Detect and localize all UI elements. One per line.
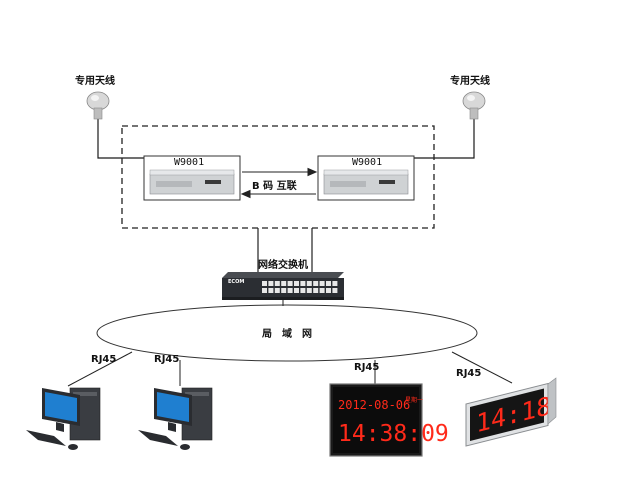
client-2-port: RJ45: [154, 354, 180, 365]
left-server-model: W9001: [174, 157, 205, 168]
switch-port: [319, 281, 325, 286]
switch-port: [294, 281, 299, 286]
switch-port: [326, 288, 331, 293]
switch-port: [332, 281, 338, 286]
interconnect-label: B 码 互联: [252, 181, 297, 192]
clock-large-date: 2012-08-06: [338, 398, 410, 412]
right-antenna-label: 专用天线: [450, 76, 490, 87]
switch-port: [287, 288, 293, 293]
switch-ports: [262, 281, 338, 293]
right-antenna-icon: [462, 91, 486, 120]
switch-port: [268, 281, 274, 286]
switch-port: [300, 281, 306, 286]
switch-port: [281, 281, 287, 286]
interconnect-arrows: [240, 167, 318, 199]
switch-port: [313, 281, 319, 286]
switch-port: [262, 281, 267, 286]
right-server-model: W9001: [352, 157, 383, 168]
switch-port: [306, 281, 312, 286]
switch-port: [268, 288, 274, 293]
switch-brand: ECOM: [228, 279, 245, 285]
desktop-computer-icon-2: [138, 387, 213, 450]
server-group-frame: [121, 125, 435, 229]
left-antenna-icon: [86, 91, 110, 120]
switch-port: [306, 288, 312, 293]
client-1-port: RJ45: [91, 354, 117, 365]
digital-clock-large: 2012-08-06 星期一 14:38:09: [329, 383, 449, 457]
lan-drop-wires: [67, 351, 513, 387]
antenna-wires: [97, 115, 475, 159]
switch-port: [274, 288, 280, 293]
switch-port: [294, 288, 299, 293]
switch-port: [326, 281, 331, 286]
switch-port: [287, 281, 293, 286]
left-server: [143, 155, 241, 201]
switch-port: [319, 288, 325, 293]
uplink-wires: [257, 228, 313, 272]
right-server-chassis-icon: [323, 169, 409, 195]
desktop-computer-icon-1: [26, 387, 101, 450]
switch-port: [332, 288, 338, 293]
clock-small-side: [547, 377, 557, 425]
switch-port: [274, 281, 280, 286]
clock-large-port: RJ45: [354, 362, 380, 373]
right-server: [317, 155, 415, 201]
clock-large-weekday: 星期一: [405, 396, 423, 404]
clock-small-port: RJ45: [456, 368, 482, 379]
lan-label: 局 域 网: [262, 329, 312, 340]
left-server-chassis-icon: [149, 169, 235, 195]
switch-label: 网络交换机: [258, 260, 308, 271]
switch-port: [313, 288, 319, 293]
left-antenna-label: 专用天线: [75, 76, 115, 87]
digital-clock-small: 14:18: [465, 382, 551, 447]
lan-cloud: [96, 304, 478, 362]
switch-port: [281, 288, 287, 293]
clock-large-time: 14:38:09: [338, 421, 449, 447]
switch-port: [300, 288, 306, 293]
switch-port: [262, 288, 267, 293]
